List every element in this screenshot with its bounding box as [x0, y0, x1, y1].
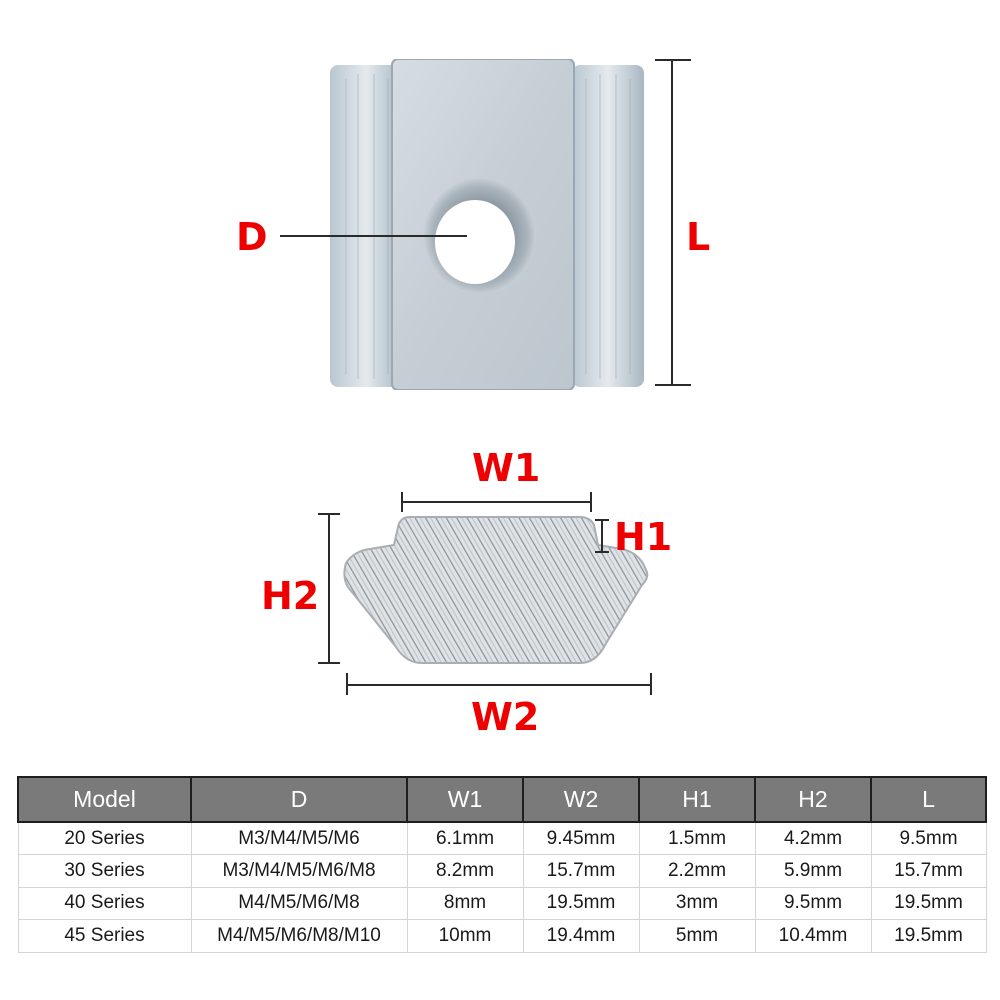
cell-l: 19.5mm — [870, 886, 987, 920]
dimension-tick-w1-right — [590, 492, 592, 512]
cell-model: 45 Series — [17, 919, 192, 953]
dimension-tick-h2-bottom — [318, 662, 340, 664]
dimension-tick-l-top — [655, 59, 691, 61]
leader-line-d — [280, 235, 467, 237]
table-row: 45 Series M4/M5/M6/M8/M10 10mm 19.4mm 5m… — [17, 919, 987, 953]
cell-w2: 19.5mm — [522, 886, 640, 920]
cell-h1: 2.2mm — [638, 854, 756, 888]
cell-w1: 10mm — [406, 919, 524, 953]
cell-d: M4/M5/M6/M8 — [190, 886, 408, 920]
dimension-label-h2: H2 — [261, 574, 320, 618]
cell-w2: 15.7mm — [522, 854, 640, 888]
column-header-h1: H1 — [638, 776, 756, 823]
dimension-label-l: L — [686, 215, 711, 259]
cell-w1: 8.2mm — [406, 854, 524, 888]
cell-w1: 6.1mm — [406, 821, 524, 855]
cell-l: 9.5mm — [870, 821, 987, 855]
column-header-d: D — [190, 776, 408, 823]
dimension-line-h1 — [601, 519, 603, 552]
table-header-row: Model D W1 W2 H1 H2 L — [17, 776, 987, 823]
dimension-label-w1: W1 — [472, 446, 541, 490]
table-row: 40 Series M4/M5/M6/M8 8mm 19.5mm 3mm 9.5… — [17, 886, 987, 920]
dimension-label-w2: W2 — [471, 695, 540, 739]
dimension-line-h2 — [328, 513, 330, 663]
column-header-w1: W1 — [406, 776, 524, 823]
column-header-w2: W2 — [522, 776, 640, 823]
dimension-tick-w2-right — [650, 673, 652, 695]
cell-h1: 1.5mm — [638, 821, 756, 855]
cell-h2: 10.4mm — [754, 919, 872, 953]
dimension-tick-h1-top — [595, 519, 609, 521]
dimension-tick-l-bottom — [655, 384, 691, 386]
dimension-label-h1: H1 — [614, 515, 673, 559]
column-header-l: L — [870, 776, 987, 823]
cell-w2: 9.45mm — [522, 821, 640, 855]
dimension-line-w1 — [401, 501, 591, 503]
dimension-tick-h2-top — [318, 513, 340, 515]
column-header-h2: H2 — [754, 776, 872, 823]
cell-model: 40 Series — [17, 886, 192, 920]
table-row: 30 Series M3/M4/M5/M6/M8 8.2mm 15.7mm 2.… — [17, 854, 987, 888]
cell-d: M3/M4/M5/M6 — [190, 821, 408, 855]
specification-table: Model D W1 W2 H1 H2 L 20 Series M3/M4/M5… — [17, 776, 987, 953]
cell-h1: 5mm — [638, 919, 756, 953]
t-nut-top-view-image — [330, 59, 644, 390]
cell-h2: 5.9mm — [754, 854, 872, 888]
cell-d: M3/M4/M5/M6/M8 — [190, 854, 408, 888]
cell-h2: 9.5mm — [754, 886, 872, 920]
t-nut-profile-image — [343, 516, 649, 664]
dimension-line-w2 — [346, 684, 651, 686]
table-row: 20 Series M3/M4/M5/M6 6.1mm 9.45mm 1.5mm… — [17, 821, 987, 855]
dimension-line-l — [671, 59, 673, 385]
dimension-tick-h1-bottom — [595, 551, 609, 553]
column-header-model: Model — [17, 776, 192, 823]
dimension-tick-w2-left — [346, 673, 348, 695]
cell-d: M4/M5/M6/M8/M10 — [190, 919, 408, 953]
cell-w2: 19.4mm — [522, 919, 640, 953]
cell-model: 20 Series — [17, 821, 192, 855]
cell-l: 19.5mm — [870, 919, 987, 953]
cell-model: 30 Series — [17, 854, 192, 888]
dimension-label-d: D — [236, 215, 268, 259]
cell-w1: 8mm — [406, 886, 524, 920]
cell-h1: 3mm — [638, 886, 756, 920]
cell-l: 15.7mm — [870, 854, 987, 888]
dimension-tick-w1-left — [401, 492, 403, 512]
cell-h2: 4.2mm — [754, 821, 872, 855]
